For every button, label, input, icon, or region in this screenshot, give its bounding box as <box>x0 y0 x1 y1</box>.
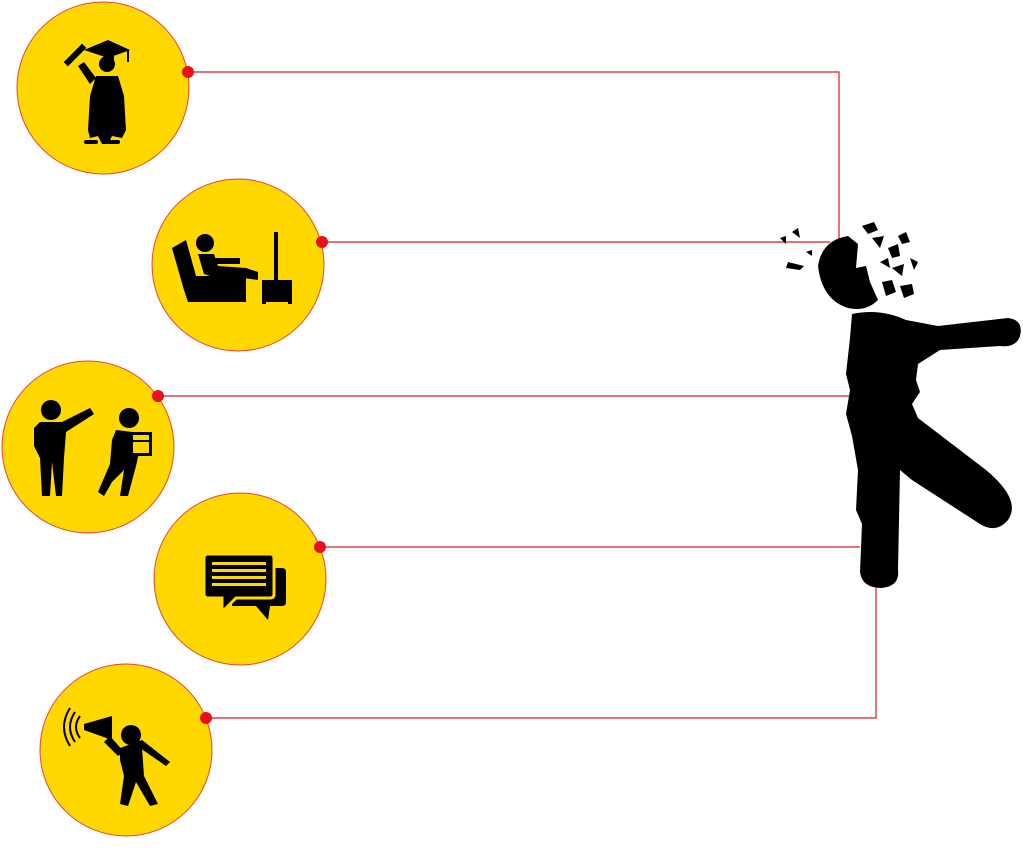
couch-tv-icon <box>172 232 292 304</box>
graduate-icon <box>63 40 130 144</box>
connection-dots <box>152 66 328 724</box>
chat-bubbles-icon <box>202 552 286 620</box>
connector-announce <box>206 585 877 719</box>
node-circle-idle <box>151 178 325 352</box>
dot-messages <box>314 541 326 553</box>
megaphone-person-icon <box>63 707 170 806</box>
fired-worker-icon <box>34 400 152 496</box>
dot-announce <box>200 712 212 724</box>
dot-layoff <box>152 390 164 402</box>
connectors <box>158 71 877 719</box>
dot-graduation <box>182 66 194 78</box>
dot-idle <box>316 236 328 248</box>
connector-graduation <box>188 71 840 240</box>
shattering-head-person-icon <box>780 222 1021 588</box>
